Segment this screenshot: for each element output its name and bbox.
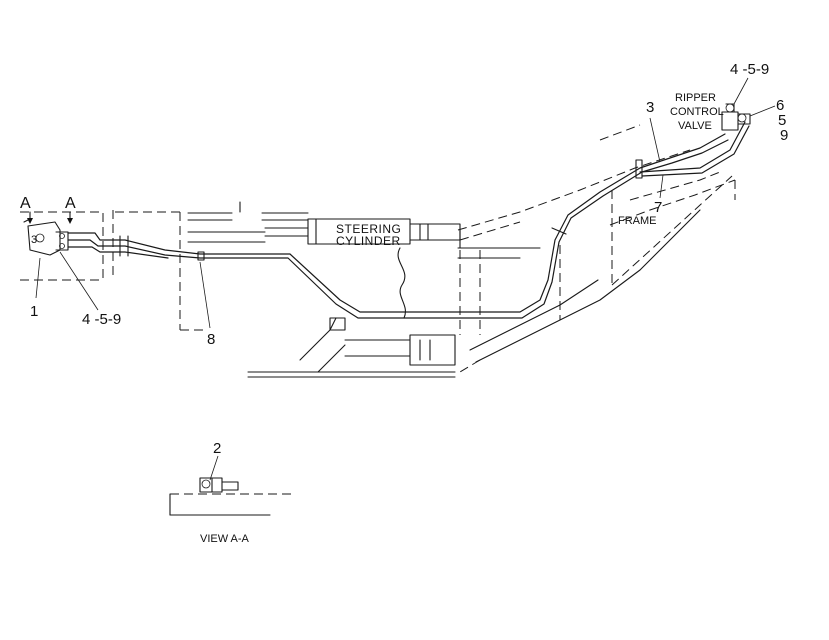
callout-4-5-9-left: 4 -5-9 — [82, 311, 121, 328]
callout-6: 6 — [776, 97, 784, 114]
section-marker-a-right: A — [65, 195, 76, 212]
callout-2: 2 — [213, 440, 221, 457]
frame-label: FRAME — [618, 215, 657, 227]
view-part-number: 3 — [31, 234, 37, 246]
callout-7: 7 — [654, 199, 662, 216]
callout-9: 9 — [780, 127, 788, 144]
section-markers — [27, 211, 73, 224]
callout-5: 5 — [778, 112, 786, 129]
ripper-control-valve — [721, 103, 751, 131]
steering-cylinder-label-line2: CYLINDER — [336, 234, 401, 248]
callout-1: 1 — [30, 303, 38, 320]
hydraulic-hose-bundle — [67, 121, 750, 319]
ripper-control-valve-label-line1: RIPPER — [675, 92, 716, 104]
steering-cylinder-label-line1: STEERING — [336, 222, 401, 236]
ripper-control-valve-label-line2: CONTROL — [670, 106, 724, 118]
leader-lines — [35, 77, 776, 481]
steering-cylinder — [264, 218, 461, 245]
view-a-a-label: VIEW A-A — [200, 533, 250, 545]
valve-part-1 — [23, 219, 69, 256]
callout-4-5-9-top: 4 -5-9 — [730, 61, 769, 78]
callout-8: 8 — [207, 331, 215, 348]
ripper-control-valve-label-line3: VALVE — [678, 120, 712, 132]
section-marker-a-left: A — [20, 195, 31, 212]
view-a-a-detail — [169, 477, 292, 516]
machine-frame-outline — [20, 124, 736, 378]
callout-3: 3 — [646, 99, 654, 116]
